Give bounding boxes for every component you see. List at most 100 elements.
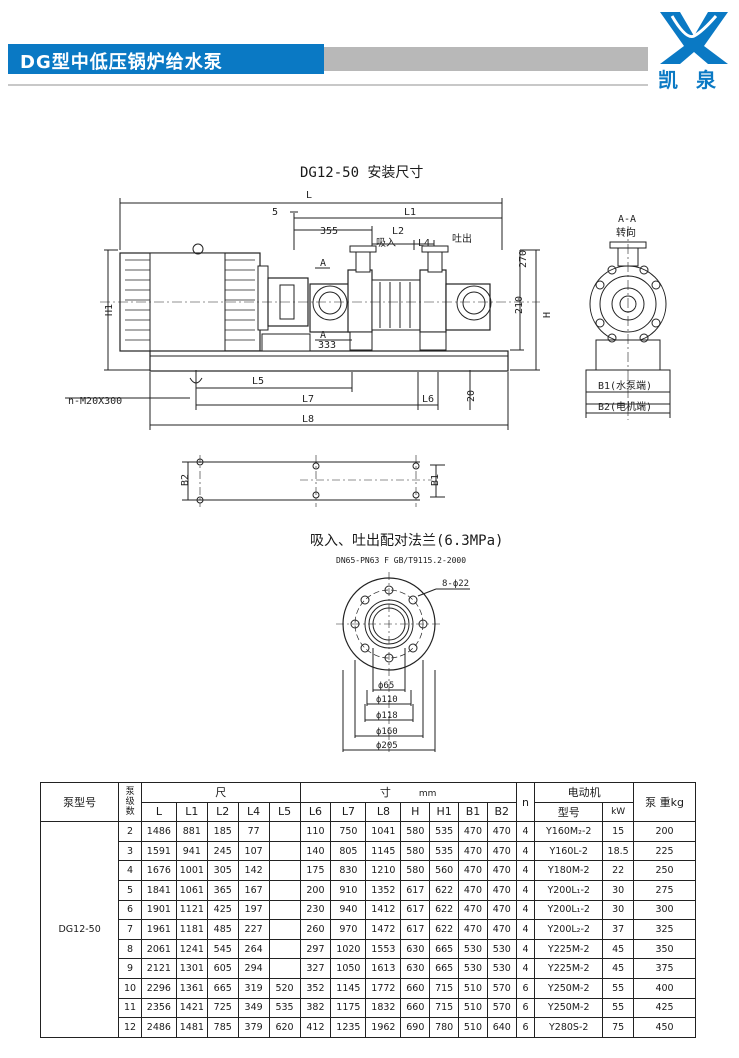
model-cell: DG12-50	[39, 821, 120, 1038]
cell-l2: 305	[206, 860, 239, 881]
dim-210: 210	[514, 296, 525, 314]
cell-l2: 545	[206, 938, 239, 960]
cell-motor: Y160M₂-2	[534, 821, 604, 842]
cell-n: 6	[515, 1017, 536, 1038]
cell-l8: 1613	[365, 958, 402, 979]
cell-weight: 250	[633, 860, 696, 881]
col-L: L	[140, 801, 177, 823]
cell-l: 1591	[140, 840, 177, 862]
cell-stages: 2	[118, 821, 142, 842]
cell-b2: 470	[486, 919, 517, 940]
cell-l6: 412	[299, 1017, 332, 1038]
cell-l6: 140	[299, 840, 332, 862]
header-dim-1: 尺	[140, 782, 301, 803]
dim-L8: L8	[302, 414, 314, 425]
cell-l1: 1421	[175, 997, 208, 1019]
cell-l2: 245	[206, 840, 239, 862]
cell-b1: 530	[458, 958, 488, 979]
flange-title: 吸入、吐出配对法兰(6.3MPa)	[310, 533, 504, 549]
cell-l8: 1472	[365, 919, 402, 940]
cell-l: 1841	[140, 879, 177, 901]
dim-B1-plan: B1	[430, 474, 441, 486]
cell-b2: 470	[486, 899, 517, 921]
cell-b1: 510	[458, 1017, 488, 1038]
flange-d205: ϕ205	[376, 741, 398, 751]
col-L7: L7	[330, 801, 367, 823]
cell-n: 4	[515, 938, 536, 960]
col-L4: L4	[237, 801, 270, 823]
cell-h: 580	[400, 860, 431, 881]
cell-l4: 294	[237, 958, 270, 979]
cell-l1: 1241	[175, 938, 208, 960]
header-gray-block	[324, 47, 648, 71]
dim-L6: L6	[422, 394, 434, 405]
cell-motor: Y200L₁-2	[534, 899, 604, 921]
header-divider	[8, 84, 648, 86]
cell-h: 690	[400, 1017, 431, 1038]
cell-h1: 715	[429, 977, 460, 999]
cell-kw: 45	[602, 958, 635, 979]
cell-l1: 1481	[175, 1017, 208, 1038]
flange-d65: ϕ65	[378, 681, 394, 691]
cell-kw: 30	[602, 899, 635, 921]
cell-b1: 470	[458, 821, 488, 842]
cell-n: 6	[515, 977, 536, 999]
dim-L1: L1	[404, 207, 416, 218]
cell-n: 4	[515, 821, 536, 842]
cell-n: 4	[515, 919, 536, 940]
header-model: 泵型号	[39, 781, 120, 823]
cell-l4: 227	[237, 919, 270, 940]
cell-h1: 622	[429, 919, 460, 940]
section-mark-a-lower: A	[320, 330, 326, 341]
cell-b2: 530	[486, 958, 517, 979]
cell-h: 660	[400, 997, 431, 1019]
cell-h1: 622	[429, 899, 460, 921]
cell-stages: 3	[118, 840, 142, 862]
dim-355: 355	[320, 226, 338, 237]
dim-270: 270	[518, 250, 529, 268]
cell-l4: 379	[237, 1017, 270, 1038]
cell-kw: 22	[602, 860, 635, 881]
header-bar: DG型中低压锅炉给水泵	[8, 44, 648, 74]
cell-l2: 185	[206, 821, 239, 842]
cell-l6: 297	[299, 938, 332, 960]
cell-l5: 535	[268, 997, 301, 1019]
cell-l6: 200	[299, 879, 332, 901]
cell-weight: 400	[633, 977, 696, 999]
cell-l5	[268, 938, 301, 960]
cell-weight: 325	[633, 919, 696, 940]
cell-b1: 470	[458, 899, 488, 921]
cell-motor: Y225M-2	[534, 938, 604, 960]
cell-weight: 275	[633, 879, 696, 901]
cell-l2: 665	[206, 977, 239, 999]
col-motor-model: 型号	[534, 801, 604, 823]
cell-kw: 45	[602, 938, 635, 960]
cell-motor: Y180M-2	[534, 860, 604, 881]
cell-l2: 725	[206, 997, 239, 1019]
cell-l7: 805	[330, 840, 367, 862]
cell-l4: 197	[237, 899, 270, 921]
cell-l7: 830	[330, 860, 367, 881]
dim-B1-pump-end: B1(水泵端)	[598, 379, 652, 392]
header-n: n	[515, 781, 536, 823]
cell-l1: 941	[175, 840, 208, 862]
cell-l5	[268, 958, 301, 979]
dim-H1: H1	[104, 304, 115, 316]
cell-l5	[268, 860, 301, 881]
header-weight: 泵 重kg	[633, 781, 696, 823]
cell-motor: Y160L-2	[534, 840, 604, 862]
cell-weight: 425	[633, 997, 696, 1019]
flange-holes: 8-ϕ22	[442, 579, 469, 589]
cell-weight: 375	[633, 958, 696, 979]
cell-b2: 570	[486, 997, 517, 1019]
cell-b1: 510	[458, 977, 488, 999]
col-L6: L6	[299, 801, 332, 823]
cell-l: 1486	[140, 821, 177, 842]
flange-d110: ϕ110	[376, 695, 398, 705]
